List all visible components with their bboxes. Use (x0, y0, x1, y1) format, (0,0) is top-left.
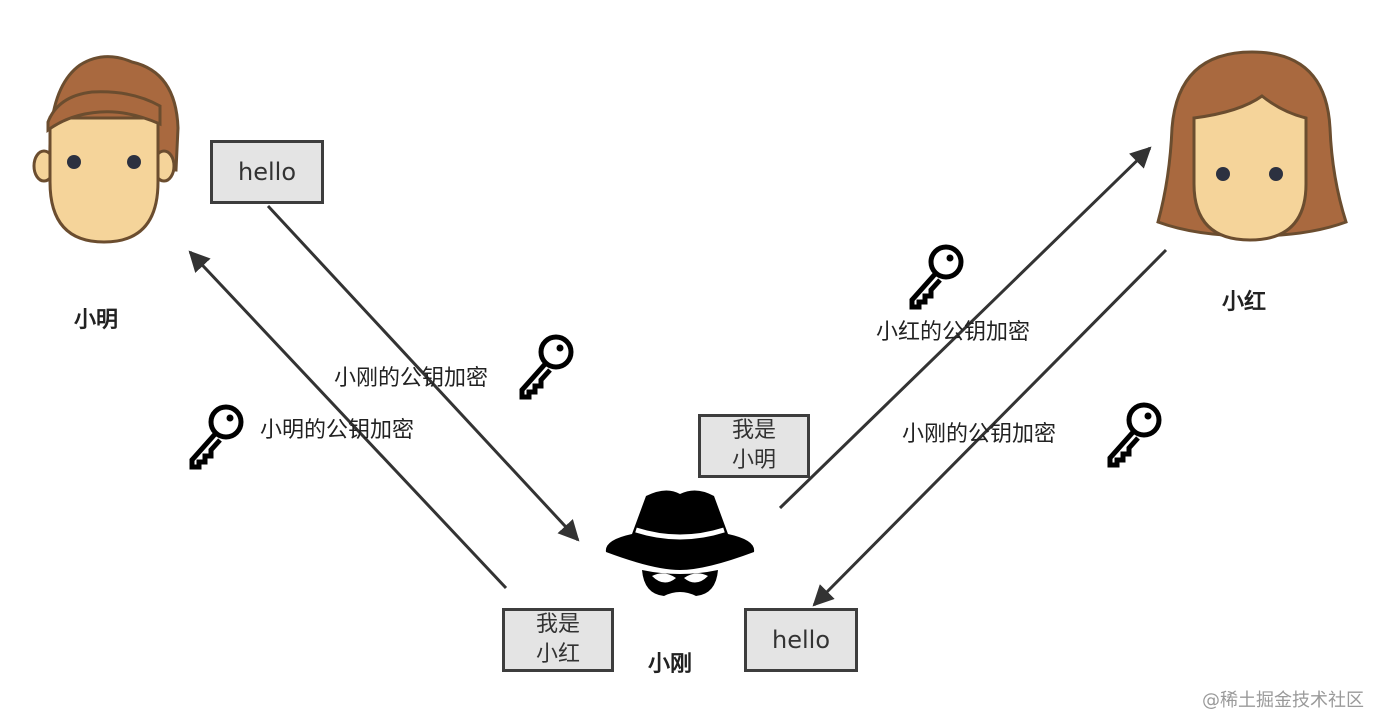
female-avatar-icon (1156, 50, 1348, 242)
key-icon (522, 337, 571, 397)
message-text: hello (238, 158, 296, 186)
message-text-line: 我是 (731, 418, 776, 443)
arrow-gang-to-ming (188, 250, 508, 590)
label-hong-to-gang: 小刚的公钥加密 (902, 422, 1057, 447)
message-text-line: 我是 (535, 612, 580, 637)
key-icon (192, 407, 241, 467)
key-icon (912, 247, 961, 307)
label-ming-to-gang: 小刚的公钥加密 (334, 366, 489, 391)
message-text: hello (772, 626, 830, 654)
message-box-forged-ming: 我是 小明 (698, 414, 810, 478)
arrow-gang-to-hong (778, 146, 1152, 510)
person-name-xiaoming: 小明 (74, 308, 119, 333)
person-name-xiaogang: 小刚 (648, 652, 693, 677)
message-box-hello-top: hello (210, 140, 324, 204)
message-text-line: 小红 (535, 642, 580, 667)
message-box-forged-hong: 我是 小红 (502, 608, 614, 672)
person-name-xiaohong: 小红 (1222, 290, 1267, 315)
arrow-ming-to-gang (266, 204, 580, 542)
watermark: @稀土掘金技术社区 (1202, 690, 1364, 711)
message-text-line: 小明 (731, 448, 776, 473)
key-icon (1110, 405, 1159, 465)
message-box-hello-bottom: hello (744, 608, 858, 672)
label-gang-to-ming: 小明的公钥加密 (260, 418, 415, 443)
male-avatar-icon (32, 55, 180, 244)
label-gang-to-hong: 小红的公钥加密 (876, 320, 1031, 345)
spy-icon (605, 490, 755, 596)
arrow-hong-to-gang (812, 248, 1168, 607)
